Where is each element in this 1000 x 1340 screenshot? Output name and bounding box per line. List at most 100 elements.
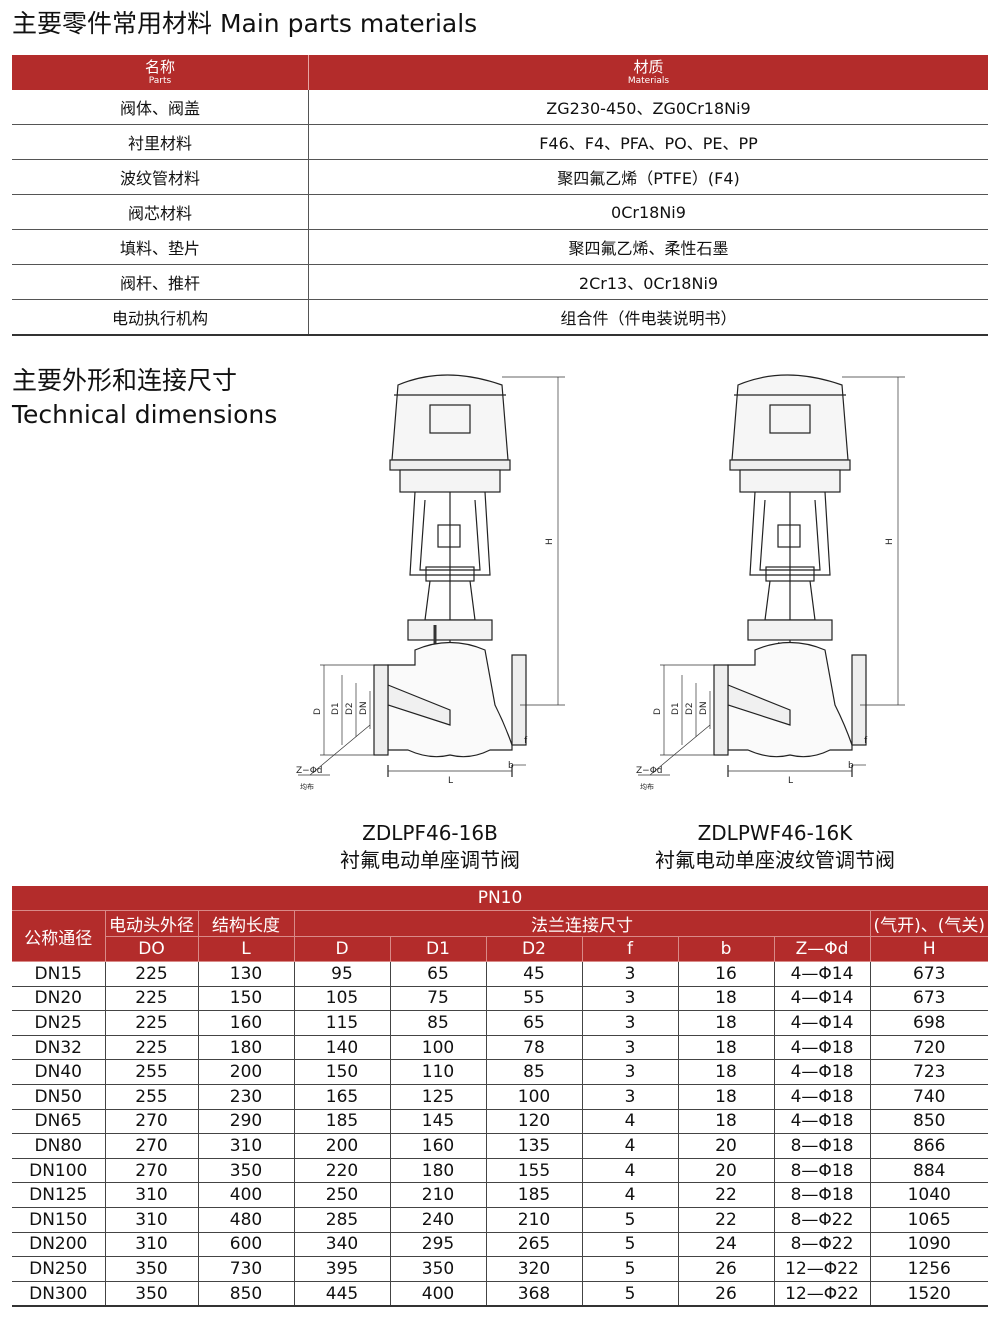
table-cell: 22 <box>678 1207 775 1233</box>
table-cell: 220 <box>294 1158 391 1184</box>
table-cell: 95 <box>294 961 391 987</box>
table-cell: 285 <box>294 1207 391 1233</box>
dn-cell: DN100 <box>12 1158 106 1184</box>
table-cell: 3 <box>582 1084 679 1110</box>
table-cell: 150 <box>294 1059 391 1085</box>
dn-cell: DN20 <box>12 986 106 1012</box>
table-cell: 310 <box>105 1232 199 1258</box>
table-cell: 18 <box>678 1010 775 1036</box>
table-cell: 26 <box>678 1256 775 1282</box>
table-cell: 5 <box>582 1207 679 1233</box>
dim-D: D <box>313 708 323 715</box>
table-cell: 350 <box>105 1256 199 1282</box>
table-cell: 884 <box>870 1158 988 1184</box>
dim-D2: D2 <box>685 702 695 715</box>
table-cell: 4 <box>582 1158 679 1184</box>
table-cell: 100 <box>486 1084 583 1110</box>
material-cell: 聚四氟乙烯（PTFE）(F4) <box>308 159 988 195</box>
table-cell: 20 <box>678 1158 775 1184</box>
table-cell: 3 <box>582 961 679 987</box>
drawing-caption-right: ZDLPWF46-16K 衬氟电动单座波纹管调节阀 <box>630 820 920 874</box>
dn-cell: DN150 <box>12 1207 106 1233</box>
dim-b: b <box>848 761 854 771</box>
table-cell: 270 <box>105 1158 199 1184</box>
table-cell: 130 <box>198 961 295 987</box>
table-cell: 866 <box>870 1133 988 1159</box>
table-cell: 225 <box>105 1010 199 1036</box>
table-cell: 225 <box>105 961 199 987</box>
table-cell: 720 <box>870 1035 988 1061</box>
table-cell: 400 <box>198 1182 295 1208</box>
table-cell: 180 <box>198 1035 295 1061</box>
table-cell: 3 <box>582 1059 679 1085</box>
table-cell: 673 <box>870 961 988 987</box>
table-cell: 250 <box>294 1182 391 1208</box>
column-header: D1 <box>390 936 487 962</box>
table-cell: 1520 <box>870 1281 988 1308</box>
table-cell: 3 <box>582 1035 679 1061</box>
table-cell: 230 <box>198 1084 295 1110</box>
table-cell: 1256 <box>870 1256 988 1282</box>
table-cell: 85 <box>390 1010 487 1036</box>
table-cell: 185 <box>486 1182 583 1208</box>
table-cell: 75 <box>390 986 487 1012</box>
table-cell: 270 <box>105 1109 199 1135</box>
table-cell: 8—Φ18 <box>774 1133 871 1159</box>
table-cell: 225 <box>105 1035 199 1061</box>
dim-even: 均布 <box>640 782 654 791</box>
table-cell: 4 <box>582 1109 679 1135</box>
table-cell: 100 <box>390 1035 487 1061</box>
dim-D1: D1 <box>331 702 341 715</box>
table-cell: 225 <box>105 986 199 1012</box>
dn-cell: DN15 <box>12 961 106 987</box>
table-cell: 165 <box>294 1084 391 1110</box>
table-cell: 20 <box>678 1133 775 1159</box>
dn-cell: DN80 <box>12 1133 106 1159</box>
column-header: H <box>870 936 988 962</box>
material-cell: 聚四氟乙烯、柔性石墨 <box>308 229 988 265</box>
table-cell: 368 <box>486 1281 583 1308</box>
table-cell: 1090 <box>870 1232 988 1258</box>
table-cell: 723 <box>870 1059 988 1085</box>
table-cell: 4—Φ18 <box>774 1109 871 1135</box>
dim-f: f <box>864 736 868 746</box>
group-header-row: 公称通径 电动头外径 结构长度 法兰连接尺寸 (气开)、(气关) <box>12 910 988 962</box>
materials-header: 材质 Materials <box>308 55 988 90</box>
table-cell: 120 <box>486 1109 583 1135</box>
table-cell: 110 <box>390 1059 487 1085</box>
table-cell: 290 <box>198 1109 295 1135</box>
valve-name-right: 衬氟电动单座波纹管调节阀 <box>655 848 895 872</box>
table-cell: 22 <box>678 1182 775 1208</box>
table-cell: 4—Φ14 <box>774 1010 871 1036</box>
table-cell: 850 <box>870 1109 988 1135</box>
table-cell: 78 <box>486 1035 583 1061</box>
material-cell: F46、F4、PFA、PO、PE、PP <box>308 124 988 160</box>
table-cell: 18 <box>678 1109 775 1135</box>
l-header-zh: 结构长度 <box>198 910 295 937</box>
table-cell: 210 <box>486 1207 583 1233</box>
table-cell: 270 <box>105 1133 199 1159</box>
column-header: L <box>198 936 295 962</box>
table-cell: 340 <box>294 1232 391 1258</box>
table-cell: 18 <box>678 986 775 1012</box>
parts-header-zh: 名称 <box>144 57 175 76</box>
materials-title: 主要零件常用材料 Main parts materials <box>12 9 478 38</box>
dn-cell: DN125 <box>12 1182 106 1208</box>
part-cell: 阀体、阀盖 <box>12 90 309 125</box>
table-cell: 240 <box>390 1207 487 1233</box>
table-cell: 26 <box>678 1281 775 1308</box>
part-cell: 阀芯材料 <box>12 194 309 230</box>
column-header: b <box>678 936 775 962</box>
